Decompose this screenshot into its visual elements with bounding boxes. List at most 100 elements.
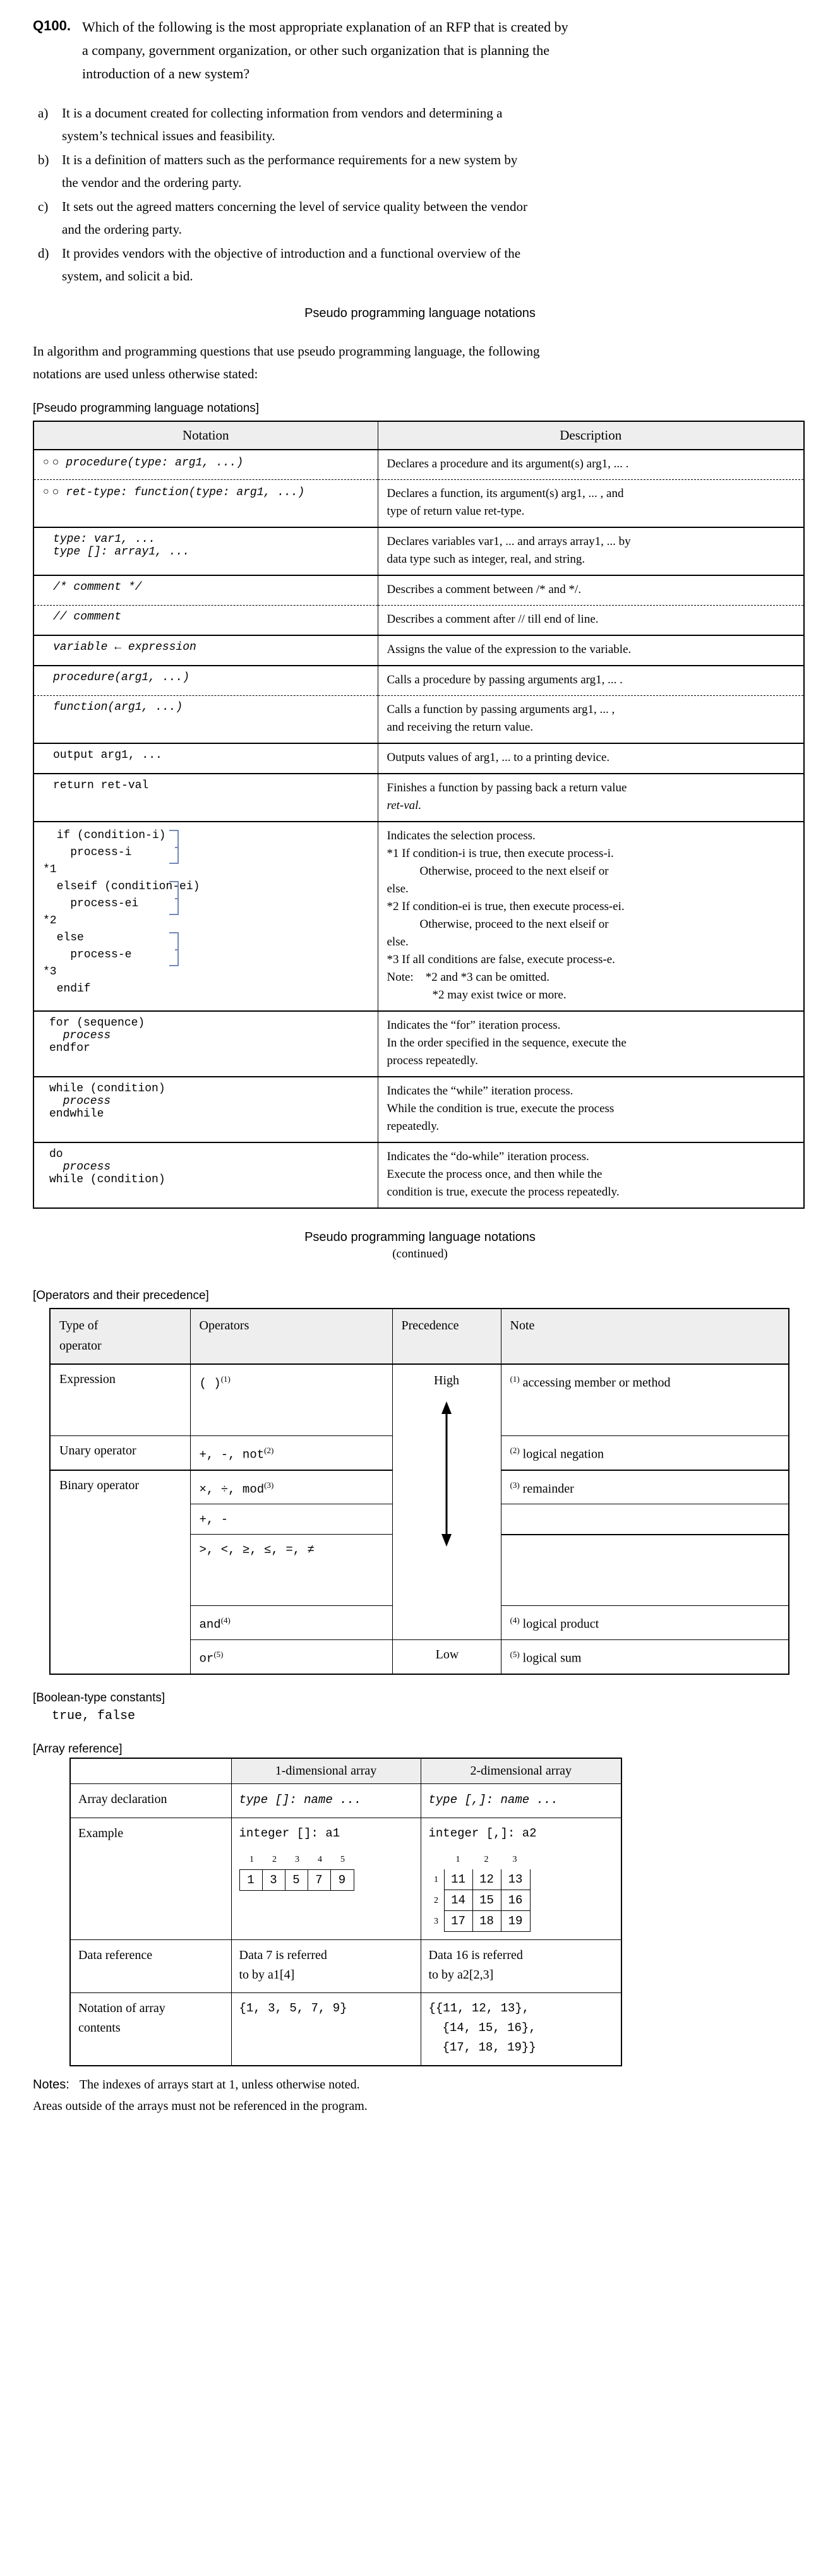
col-header-precedence: Precedence	[392, 1308, 501, 1365]
operator-symbol-text: +, -	[199, 1513, 229, 1527]
notation-cell: type: var1, ... type []: array1, ...	[33, 527, 378, 575]
precedence-arrow-icon	[393, 1401, 501, 1547]
array-cell: 13	[508, 1872, 523, 1886]
code-line: while (condition)	[49, 1173, 165, 1186]
description-line: While the condition is true, execute the…	[387, 1102, 615, 1115]
array-cell: 1	[240, 1869, 263, 1890]
description-cell: Declares a procedure and its argument(s)…	[377, 449, 805, 480]
description-line: Declares a function, its argument(s) arg…	[387, 487, 624, 500]
table-row-if-selection: if (condition-i) process-i *1 elseif (co…	[33, 821, 805, 1011]
notation-code: type: var1, ...	[53, 533, 156, 546]
description-line: repeatedly.	[387, 1120, 440, 1133]
declaration-2d: type [,]: name ...	[420, 1783, 622, 1818]
description-line: data type such as integer, real, and str…	[387, 553, 585, 566]
array-cell: 7	[308, 1869, 331, 1890]
array-2d-cells: 11 12 13	[443, 1869, 531, 1890]
operator-note: (2) logical negation	[500, 1435, 789, 1471]
section-subtitle-continued: (continued)	[392, 1247, 448, 1261]
question-line: a company, government organization, or o…	[82, 42, 550, 58]
note-text: accessing member or method	[522, 1375, 671, 1390]
document-page: Q100. Which of the following is the most…	[33, 15, 840, 2113]
description-line: Indicates the selection process.	[387, 829, 536, 842]
notation-cell: return ret-val	[33, 773, 378, 822]
code-line: *1	[43, 863, 57, 876]
description-line: Declares a procedure and its argument(s)…	[387, 457, 629, 470]
description-cell: Describes a comment between /* and */.	[377, 575, 805, 606]
description-cell: Assigns the value of the expression to t…	[377, 635, 805, 666]
description-line: Indicates the “do-while” iteration proce…	[387, 1150, 589, 1163]
data-reference-line: Data 16 is referred	[428, 1948, 523, 1962]
description-cell: Calls a function by passing arguments ar…	[377, 695, 805, 743]
table-row-expression: Expression ( )(1) High (1)	[49, 1363, 789, 1640]
operator-symbols: ×, ÷, mod(3)	[189, 1469, 393, 1505]
notes-line: The indexes of arrays start at 1, unless…	[79, 2077, 360, 2092]
option-d[interactable]: d) It provides vendors with the objectiv…	[33, 242, 803, 287]
data-reference-line: to by a2[2,3]	[428, 1967, 494, 1982]
note-footnote-ref: (1)	[510, 1374, 520, 1384]
option-line: It sets out the agreed matters concernin…	[62, 199, 528, 214]
description-cell: Calls a procedure by passing arguments a…	[377, 665, 805, 696]
notes-first-line: Notes: The indexes of arrays start at 1,…	[33, 2074, 840, 2095]
option-line: system, and solicit a bid.	[62, 268, 193, 284]
code-line: elseif (condition-ei)	[43, 880, 200, 893]
description-cell-if: Indicates the selection process. *1 If c…	[377, 821, 805, 1011]
note-footnote-ref: (2)	[510, 1446, 520, 1455]
operator-note	[500, 1504, 789, 1535]
operator-symbols: +, -, not(2)	[189, 1435, 393, 1471]
table-row-binary-3: >, <, ≥, ≤, =, ≠	[50, 1533, 789, 1607]
code-line: process-ei	[43, 897, 139, 910]
row-index-label: 2	[434, 1895, 438, 1905]
notation-cell: variable ← expression	[33, 635, 378, 666]
row-label-declaration: Array declaration	[69, 1783, 232, 1818]
option-b[interactable]: b) It is a definition of matters such as…	[33, 148, 803, 194]
data-reference-2d: Data 16 is referred to by a2[2,3]	[420, 1939, 622, 1993]
operator-symbol-text: and	[199, 1617, 221, 1632]
option-line: system’s technical issues and feasibilit…	[62, 128, 275, 143]
array-cell: 16	[508, 1893, 523, 1907]
array-2d-row: 1 11 12 13	[429, 1869, 615, 1890]
data-reference-line: to by a1[4]	[239, 1967, 295, 1982]
section-title-pseudo: Pseudo programming language notations	[304, 306, 536, 320]
note-footnote-ref: (3)	[510, 1480, 520, 1490]
array-cell: 3	[263, 1869, 285, 1890]
description-line: Otherwise, proceed to the next elseif or	[419, 918, 609, 931]
section-title-pseudo-continued: Pseudo programming language notations	[304, 1230, 536, 1244]
question-row: Q100. Which of the following is the most…	[33, 15, 803, 85]
code-line: *3	[43, 966, 57, 978]
description-line: Indicates the “for” iteration process.	[387, 1019, 561, 1032]
notation-code: // comment	[53, 611, 122, 623]
notation-cell: output arg1, ...	[33, 743, 378, 774]
table-row: while (condition) process endwhile Indic…	[33, 1076, 805, 1142]
circle-marker-icon: ○	[43, 457, 49, 467]
notation-cell-if: if (condition-i) process-i *1 elseif (co…	[33, 821, 378, 1011]
description-cell: Indicates the “for” iteration process. I…	[377, 1010, 805, 1077]
array-reference-heading: [Array reference]	[33, 1742, 123, 1756]
description-cell: Describes a comment after // till end of…	[377, 605, 805, 635]
brace-icon-3	[169, 932, 179, 966]
description-line: Execute the process once, and then while…	[387, 1168, 603, 1181]
notation-code: return ret-val	[53, 779, 149, 792]
option-c[interactable]: c) It sets out the agreed matters concer…	[33, 195, 803, 241]
note-text: logical product	[522, 1617, 599, 1631]
operator-footnote-ref: (3)	[264, 1480, 274, 1490]
option-label: a)	[38, 105, 49, 121]
col-header-note: Note	[500, 1308, 789, 1365]
description-line: and receiving the return value.	[387, 721, 534, 734]
question-text: Which of the following is the most appro…	[82, 15, 803, 85]
code-line: endif	[43, 983, 91, 995]
option-a[interactable]: a) It is a document created for collecti…	[33, 102, 803, 147]
contents-1d: {1, 3, 5, 7, 9}	[231, 1992, 421, 2066]
table-row: do process while (condition) Indicates t…	[33, 1142, 805, 1209]
code-line: process	[49, 1161, 111, 1173]
option-text: It is a definition of matters such as th…	[62, 148, 803, 194]
notation-code: ○ ret-type: function(type: arg1, ...)	[52, 486, 305, 499]
notation-cell: // comment	[33, 605, 378, 635]
description-cell: Declares a function, its argument(s) arg…	[377, 479, 805, 527]
notation-code: type []: array1, ...	[53, 546, 190, 558]
code-line: endfor	[49, 1042, 90, 1055]
notation-code: output arg1, ...	[53, 749, 162, 762]
description-line: Declares variables var1, ... and arrays …	[387, 535, 631, 548]
col-header-operators: Operators	[189, 1308, 393, 1365]
description-line: Describes a comment between /* and */.	[387, 583, 582, 596]
